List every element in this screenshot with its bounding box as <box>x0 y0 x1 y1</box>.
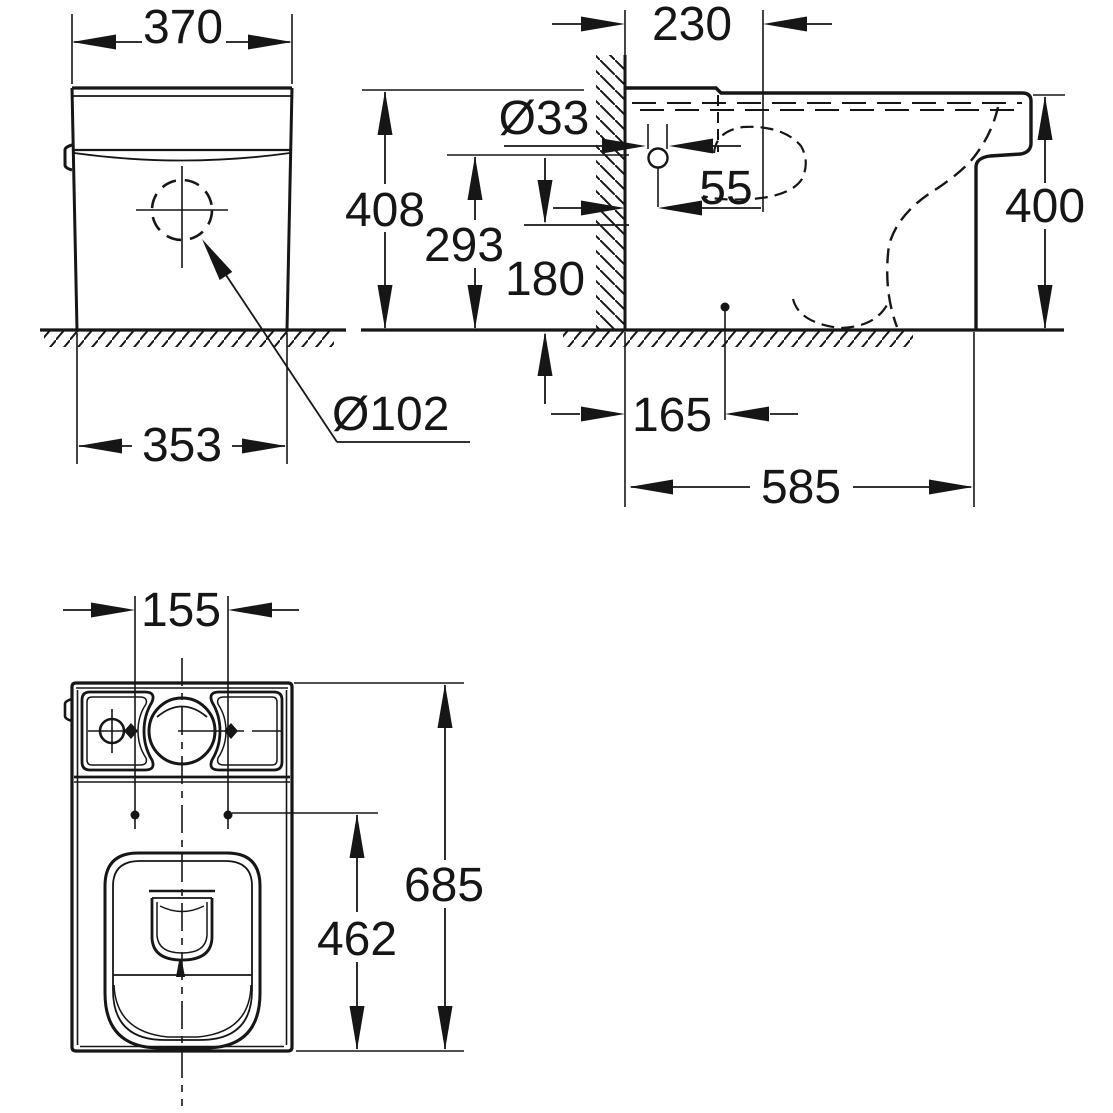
bowl-opening-outer <box>103 851 262 1050</box>
dim-label-outlet-wall-offset: 165 <box>632 389 712 442</box>
dim-55: 55 <box>553 162 761 216</box>
dim-370: 370 <box>71 1 293 84</box>
dim-165: 165 <box>551 311 798 507</box>
dim-label-front-width-top: 370 <box>143 1 223 54</box>
dim-155: 155 <box>63 584 299 637</box>
seat-fixing-left <box>130 810 140 820</box>
dim-label-total-depth: 685 <box>404 859 484 912</box>
dim-label-supply-diameter: Ø33 <box>499 92 590 145</box>
dim-685: 685 <box>294 682 484 1052</box>
supply-connection <box>647 147 669 169</box>
dim-293: 293 <box>424 154 629 329</box>
flush-channel-hidden <box>702 125 807 201</box>
dim-label-outlet-height: 180 <box>505 253 585 306</box>
plan-view: 155 462 685 <box>63 584 484 1106</box>
leader-outlet-diameter: Ø102 <box>195 234 470 443</box>
dim-label-outlet-diameter: Ø102 <box>332 388 449 441</box>
dim-230: 230 <box>552 0 832 212</box>
dim-label-depth-to-wall: 585 <box>761 461 841 514</box>
dim-o33: Ø33 <box>499 92 741 154</box>
ground-hatch-front <box>44 331 334 347</box>
dim-label-supply-height: 293 <box>424 219 504 272</box>
side-view: 230 Ø33 55 408 <box>345 0 1085 514</box>
plan-outline <box>70 681 294 1053</box>
drain-sump <box>149 889 215 962</box>
bowl-interior-hidden <box>886 106 1000 328</box>
seat-fixing-right <box>223 810 233 820</box>
dim-585: 585 <box>629 332 975 514</box>
keel-marker <box>176 961 185 977</box>
tank-opening-right <box>209 690 284 772</box>
trap-hidden <box>791 298 889 330</box>
dim-400: 400 <box>1005 94 1085 329</box>
dim-label-cistern-depth: 230 <box>652 0 732 51</box>
dim-label-front-width-bottom: 353 <box>142 419 222 472</box>
dim-label-supply-wall-offset: 55 <box>699 162 752 215</box>
fixing-marker-left <box>124 723 138 739</box>
ground-hatch-side <box>563 331 913 347</box>
toilet-profile <box>625 86 1033 330</box>
dim-label-fixing-spacing: 155 <box>141 584 221 637</box>
dim-label-front-height: 408 <box>345 184 425 237</box>
dim-180: 180 <box>505 158 629 404</box>
dim-label-seat-length: 462 <box>317 913 397 966</box>
wall-hatch <box>596 55 625 330</box>
dim-label-rim-height: 400 <box>1005 180 1085 233</box>
dim-353: 353 <box>76 333 288 472</box>
dim-462: 462 <box>232 812 397 1050</box>
floor-fixing-point <box>720 302 730 312</box>
dim-408: 408 <box>345 89 584 329</box>
tank-opening-left <box>80 690 155 772</box>
front-view: 370 353 Ø102 <box>40 1 470 472</box>
plan-side-tab <box>63 697 73 723</box>
side-tab <box>63 143 73 172</box>
